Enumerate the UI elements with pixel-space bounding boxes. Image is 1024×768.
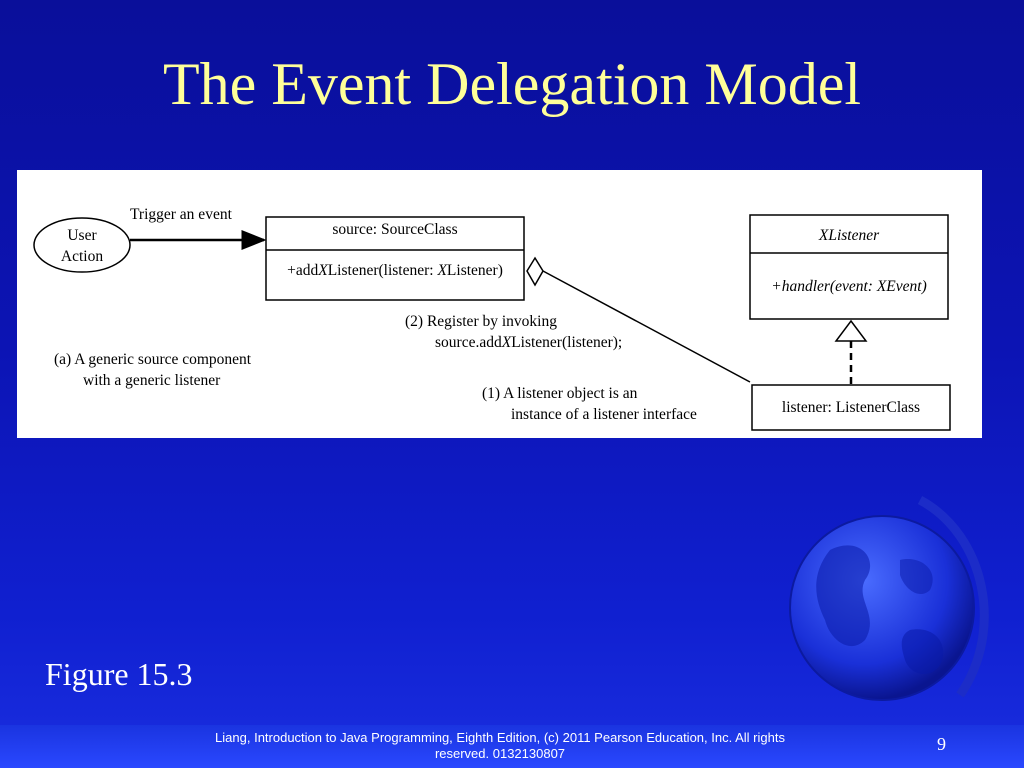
source-class-method: +addXListener(listener: XListener) xyxy=(287,262,503,279)
aggregation-diamond xyxy=(526,256,544,287)
realization-triangle xyxy=(834,319,868,342)
generic-note-line2: with a generic listener xyxy=(83,372,221,389)
diagram-panel: User Action Trigger an event source: Sou… xyxy=(17,170,982,438)
listener-class-box xyxy=(751,384,951,431)
slide-footer: Liang, Introduction to Java Programming,… xyxy=(0,725,1024,768)
event-delegation-diagram: User Action Trigger an event source: Sou… xyxy=(33,206,951,431)
listener-class-name: listener: ListenerClass xyxy=(782,399,920,416)
xlistener-method: +handler(event: XEvent) xyxy=(771,278,926,295)
trigger-label: Trigger an event xyxy=(130,206,233,223)
page-number: 9 xyxy=(937,734,946,754)
xlistener-interface-box xyxy=(749,214,949,320)
generic-note-line1: (a) A generic source component xyxy=(54,351,252,368)
globe-icon xyxy=(789,496,989,701)
association-line xyxy=(542,270,751,383)
user-action-label-line2: Action xyxy=(61,248,103,265)
footer-copyright: Liang, Introduction to Java Programming,… xyxy=(215,730,785,761)
xlistener-name: XListener xyxy=(818,227,880,244)
source-class-box xyxy=(265,216,525,301)
register-note-line2: source.addXListener(listener); xyxy=(435,334,622,351)
instance-note-line2: instance of a listener interface xyxy=(511,406,697,423)
register-note-line1: (2) Register by invoking xyxy=(405,313,557,330)
figure-label: Figure 15.3 xyxy=(45,656,193,692)
user-action-label-line1: User xyxy=(67,227,97,244)
slide-title: The Event Delegation Model xyxy=(162,51,862,117)
instance-note-line1: (1) A listener object is an xyxy=(482,385,638,402)
source-class-name: source: SourceClass xyxy=(332,221,457,238)
user-action-ellipse xyxy=(33,217,131,273)
